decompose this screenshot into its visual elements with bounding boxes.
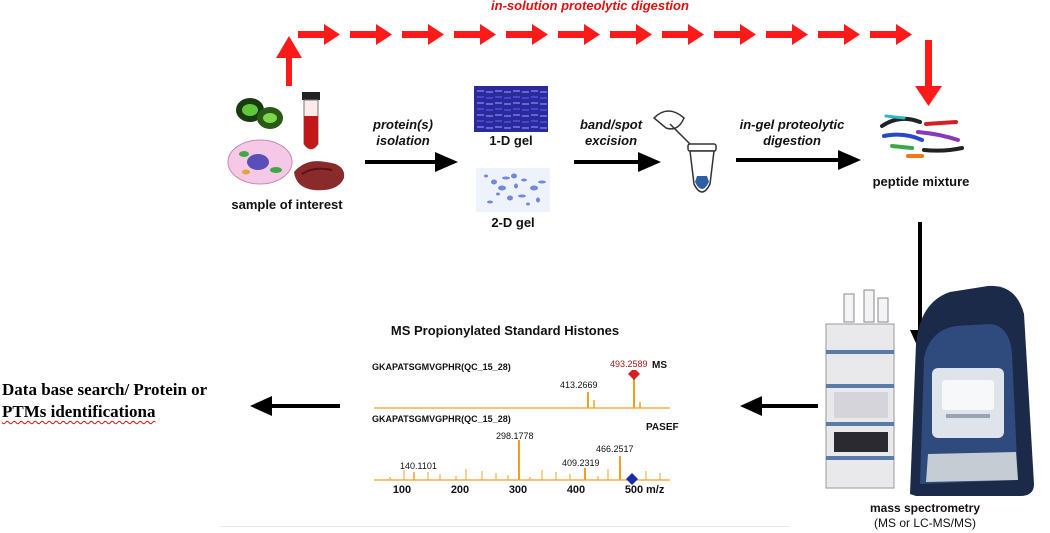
ms-instrument-label: mass spectrometry	[869, 501, 981, 515]
red-arrow-segment	[610, 24, 652, 45]
gel-2d-label: 2-D gel	[491, 215, 535, 230]
bottom-divider	[220, 526, 790, 527]
sample-label: sample of interest	[231, 197, 343, 212]
red-arrow-segment	[558, 24, 600, 45]
bacteria-icon	[236, 98, 283, 129]
red-arrow-segment	[766, 24, 808, 45]
red-arrow-segment	[506, 24, 548, 45]
spectrum-title: MS Propionylated Standard Histones	[390, 323, 620, 338]
blood-tube-icon	[302, 92, 320, 150]
protein-isolation-label: protein(s) isolation	[373, 117, 433, 148]
pasef-peak-3-label: 409.2319	[562, 458, 600, 468]
arrow-to-digestion	[736, 150, 861, 170]
x-tick-400: 400	[566, 484, 586, 496]
red-arrow-segment	[662, 24, 704, 45]
x-tick-200: 200	[450, 484, 470, 496]
gel-1d-image	[474, 86, 548, 132]
ingel-digestion-label: in-gel proteolytic digestion	[739, 117, 845, 148]
red-arrow-segment	[870, 24, 912, 45]
x-tick-100: 100	[392, 484, 412, 496]
pasef-peak-1-label: 298.1778	[496, 431, 534, 441]
peptide-mixture-label: peptide mixture	[872, 174, 970, 189]
pasef-mode-label: PASEF	[646, 422, 679, 433]
ms-peptide-label: GKAPATSGMVGPHR(QC_15_28)	[372, 362, 511, 372]
red-arrow-segment	[298, 24, 340, 45]
lc-stack-icon	[825, 289, 895, 489]
red-arrow-segment	[454, 24, 496, 45]
pasef-peak-2-label: 466.2517	[596, 444, 634, 454]
x-tick-500: 500	[624, 484, 644, 496]
sample-illustration	[227, 92, 345, 191]
red-arrow-segment	[714, 24, 756, 45]
mass-spectrometer-image	[825, 285, 1034, 496]
cell-icon	[227, 139, 293, 185]
red-arrow-segment	[402, 24, 444, 45]
in-solution-label: in-solution proteolytic digestion	[491, 0, 689, 13]
arrow-to-gel	[365, 152, 458, 172]
arrow-to-spectrum	[740, 396, 818, 416]
result-line-2: PTMs identificationa	[2, 402, 156, 421]
spectrum-plot	[374, 370, 670, 485]
pasef-precursor-marker	[626, 473, 638, 485]
red-arrow-segment	[818, 24, 860, 45]
ms-peak-main-label: 493.2589	[610, 359, 648, 369]
red-arrow-segment	[350, 24, 392, 45]
ms-precursor-marker	[628, 370, 640, 380]
x-unit-label: m/z	[646, 484, 665, 496]
tissue-icon	[294, 161, 345, 191]
ms-unit-icon	[910, 285, 1034, 496]
peptide-mixture-icon	[880, 114, 964, 158]
pasef-peptide-label: GKAPATSGMVGPHR(QC_15_28)	[372, 414, 511, 424]
gel-2d-image	[476, 168, 550, 212]
gel-1d-label: 1-D gel	[489, 133, 533, 148]
ms-instrument-sublabel: (MS or LC-MS/MS)	[874, 516, 976, 530]
result-line-1: Data base search/ Protein or	[2, 380, 208, 399]
x-tick-300: 300	[508, 484, 528, 496]
ms-peak-2-label: 413.2669	[560, 380, 598, 390]
band-excision-label: band/spot excision	[579, 117, 643, 148]
result-text: Data base search/ Protein or PTMs identi…	[2, 379, 252, 423]
pasef-peak-4-label: 140.1101	[400, 461, 437, 471]
arrow-to-excision	[574, 152, 661, 172]
ms-mode-label: MS	[652, 360, 667, 371]
microtube-icon	[652, 110, 717, 193]
arrow-to-database	[250, 396, 340, 416]
